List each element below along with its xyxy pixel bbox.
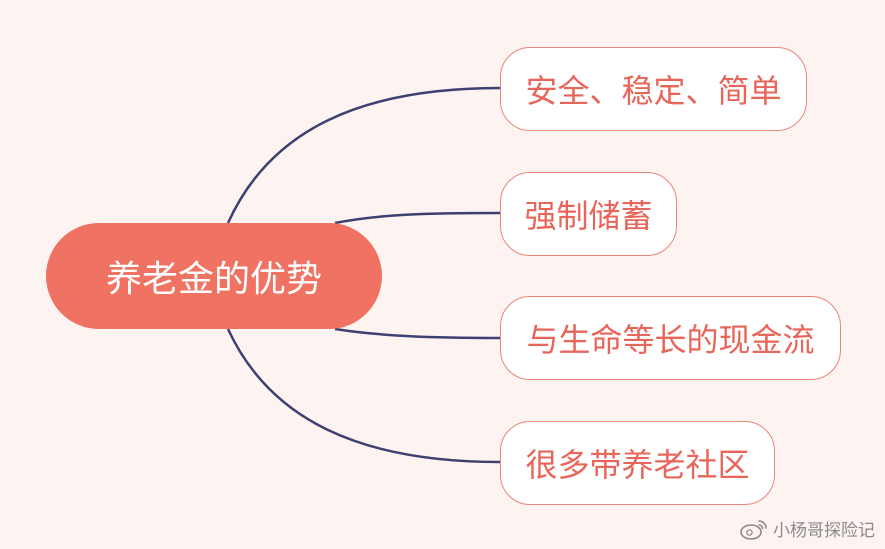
weibo-icon: [740, 519, 767, 540]
connector-branch-3: [334, 327, 501, 340]
branch-node-4[interactable]: 很多带养老社区: [500, 421, 775, 505]
watermark-text: 小杨哥探险记: [773, 521, 875, 541]
branch-label-2: 强制储蓄: [524, 197, 653, 235]
central-topic-label: 养老金的优势: [105, 259, 322, 300]
branch-node-3[interactable]: 与生命等长的现金流: [500, 296, 841, 380]
branch-label-3: 与生命等长的现金流: [526, 321, 815, 359]
branch-label-4: 很多带养老社区: [525, 446, 750, 484]
connector-branch-2: [334, 211, 501, 225]
branch-node-1[interactable]: 安全、稳定、简单: [500, 47, 807, 131]
connector-branch-4: [226, 328, 501, 464]
branch-label-1: 安全、稳定、简单: [525, 72, 782, 110]
central-topic-node[interactable]: 养老金的优势: [46, 223, 382, 329]
watermark: 小杨哥探险记: [739, 516, 875, 541]
connector-branch-1: [226, 86, 501, 224]
branch-node-2[interactable]: 强制储蓄: [500, 172, 677, 256]
